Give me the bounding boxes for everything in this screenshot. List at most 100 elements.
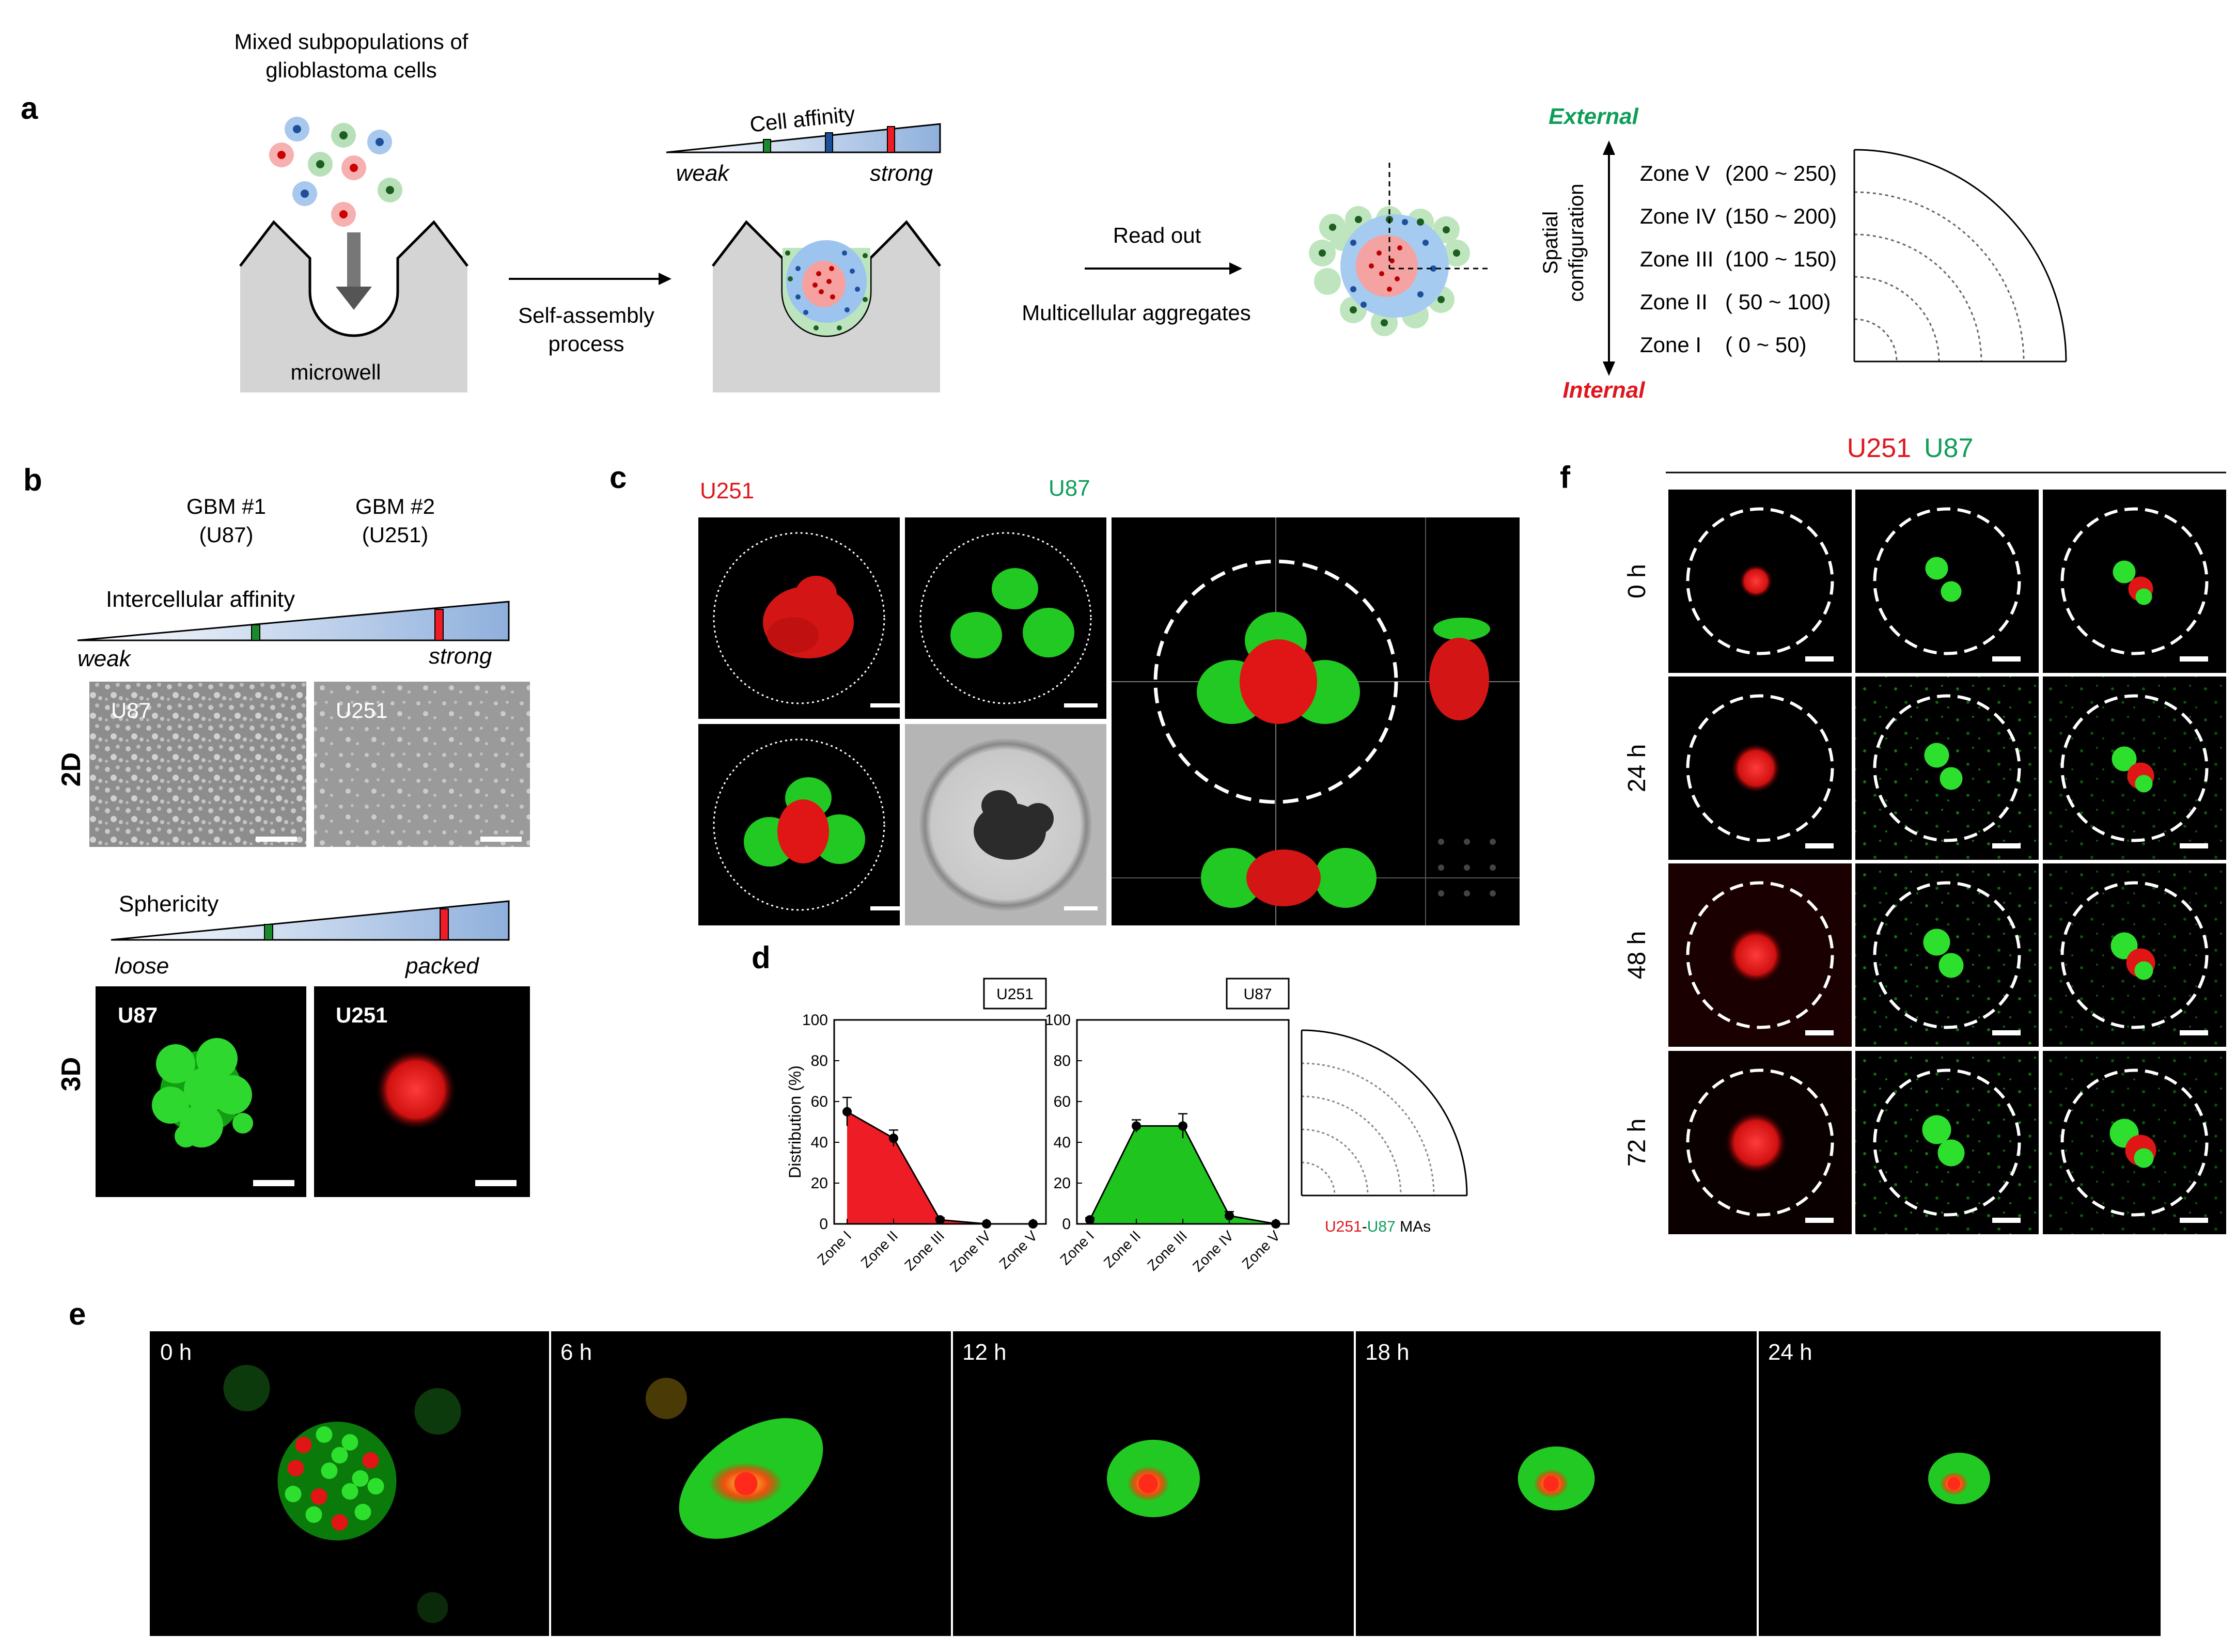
- green-cluster: [2134, 1148, 2154, 1168]
- c-u87-label: U87: [1049, 476, 1090, 501]
- e-cell: [285, 1486, 302, 1502]
- zone-3-range: (100 ~ 150): [1725, 247, 1837, 271]
- configuration-label: configuration: [1565, 183, 1588, 302]
- zone-4-range: (150 ~ 200): [1725, 204, 1837, 228]
- d-legend: U251-U87 MAs: [1325, 1218, 1431, 1235]
- zone-2-name: Zone II: [1640, 290, 1708, 314]
- x-tick-label: Zone V: [1239, 1228, 1283, 1272]
- green-cluster: [1940, 767, 1963, 790]
- panel-letter-e: e: [69, 1297, 86, 1331]
- d-zone-diagram: [1301, 1029, 1468, 1197]
- zone-5-range: (200 ~ 250): [1725, 161, 1837, 185]
- e-cluster-red: [1138, 1474, 1158, 1493]
- y-tick-label: 0: [819, 1216, 828, 1233]
- green-cluster: [2112, 746, 2137, 772]
- e-cell: [321, 1462, 338, 1479]
- panel-letter-f: f: [1560, 460, 1571, 495]
- legend-label: U87: [1243, 986, 1272, 1003]
- e-cluster-red: [734, 1472, 758, 1496]
- green-cluster: [1922, 1115, 1951, 1144]
- cell-affinity-scale: Cell affinity weak strong: [666, 102, 941, 186]
- x-tick-label: Zone II: [858, 1228, 901, 1271]
- scale-bar: [480, 837, 522, 842]
- f-image-grid: 0 h24 h48 h72 h: [1623, 490, 2226, 1234]
- f-time-label: 24 h: [1623, 744, 1651, 792]
- scale-bar: [1805, 843, 1834, 848]
- data-point: [1178, 1121, 1187, 1131]
- spatial-label: Spatial: [1539, 211, 1562, 274]
- scale-bar: [475, 1180, 517, 1186]
- green-cluster: [1937, 1139, 1965, 1167]
- b-strong-label: strong: [429, 643, 492, 669]
- b-weak-label: weak: [77, 646, 132, 671]
- d-legend-dash: -: [1362, 1218, 1367, 1235]
- x-tick-label: Zone IV: [947, 1228, 994, 1275]
- area-fill: [847, 1111, 1033, 1224]
- e-time-label: 6 h: [560, 1340, 592, 1365]
- f-time-label: 72 h: [1623, 1119, 1651, 1167]
- c-green-lobes: [950, 568, 1074, 658]
- img-label-u251: U251: [336, 698, 387, 722]
- img3d-label-u87: U87: [118, 1003, 158, 1027]
- multicellular-label: Multicellular aggregates: [1022, 301, 1251, 325]
- legend-box: [983, 978, 1047, 1010]
- panel-f: f U251 U87 0 h24 h48 h72 h: [1560, 433, 2226, 1234]
- x-tick-label: Zone III: [901, 1228, 947, 1273]
- d-legend-u251: U251: [1325, 1218, 1362, 1235]
- c-side-view-bottom: [1201, 848, 1377, 908]
- zone-quarter-diagram: [1853, 149, 2067, 363]
- x-tick-label: Zone IV: [1190, 1228, 1237, 1275]
- red-cluster: [1739, 564, 1773, 598]
- gbm1-line2: (U87): [199, 523, 253, 547]
- scale-bar: [1992, 1030, 2021, 1035]
- c-image-green: [905, 517, 1106, 719]
- cell-affinity-label: Cell affinity: [748, 102, 856, 137]
- scale-bar: [1805, 656, 1834, 662]
- label-3d: 3D: [56, 1057, 86, 1091]
- c-side-view-right: [1429, 618, 1490, 720]
- img-label-u87: U87: [111, 698, 151, 722]
- gbm2-line1: GBM #2: [355, 494, 435, 518]
- e-time-label: 0 h: [160, 1340, 192, 1365]
- green-cluster: [1925, 557, 1948, 580]
- data-point: [1132, 1121, 1141, 1131]
- gbm2-line2: (U251): [362, 523, 428, 547]
- e-cell: [341, 1483, 358, 1500]
- zone-4-name: Zone IV: [1640, 204, 1716, 228]
- e-cluster-red: [1947, 1477, 1961, 1490]
- panel-letter-c: c: [609, 460, 627, 495]
- label-2d: 2D: [56, 752, 86, 786]
- read-out-label: Read out: [1113, 223, 1201, 247]
- x-tick-label: Zone III: [1144, 1228, 1190, 1273]
- y-tick-label: 80: [811, 1052, 828, 1069]
- y-tick-label: 60: [811, 1093, 828, 1110]
- image-2d-u87: [89, 682, 306, 847]
- c-u251-label: U251: [700, 478, 754, 504]
- mixed-title-line2: glioblastoma cells: [265, 58, 437, 82]
- red-cluster: [1728, 927, 1784, 983]
- y-axis-label: Distribution (%): [786, 1065, 804, 1178]
- legend-label: U251: [996, 986, 1034, 1003]
- weak-label: weak: [676, 161, 730, 186]
- scale-bar: [1805, 1218, 1834, 1223]
- mixed-title-line1: Mixed subpopulations of: [234, 29, 468, 54]
- x-tick-label: Zone I: [814, 1228, 854, 1268]
- panel-letter-b: b: [23, 463, 42, 497]
- sphericity-label: Sphericity: [119, 891, 218, 917]
- img3d-label-u251: U251: [336, 1003, 387, 1027]
- e-cell: [310, 1488, 327, 1505]
- sphericity-wedge: [111, 900, 510, 941]
- panel-letter-d: d: [752, 940, 771, 975]
- zone-1-name: Zone I: [1640, 333, 1701, 357]
- e-cell: [295, 1437, 312, 1453]
- e-cluster-red: [1543, 1475, 1559, 1492]
- green-cluster: [1938, 953, 1964, 978]
- self-assembly-line1: Self-assembly: [518, 303, 654, 327]
- scale-bar: [2180, 1030, 2208, 1035]
- e-cell: [362, 1452, 379, 1469]
- scale-bar: [870, 906, 904, 910]
